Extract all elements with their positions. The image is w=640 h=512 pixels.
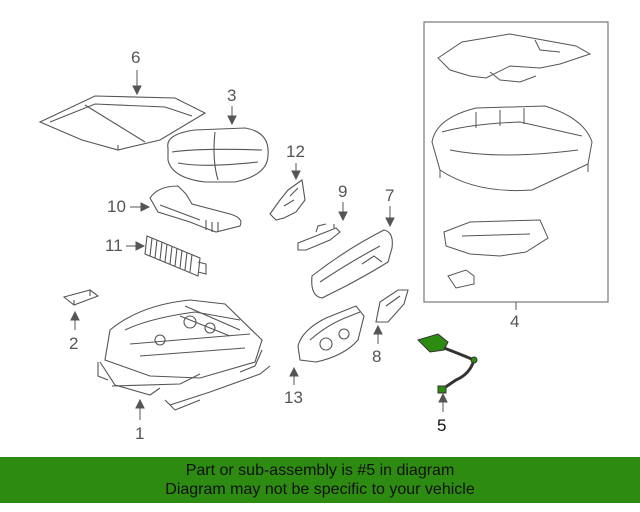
part-9-clip[interactable]: [297, 223, 341, 251]
callout-3: 3: [227, 86, 237, 105]
callout-7: 7: [385, 186, 395, 205]
part-12-bracket[interactable]: [269, 179, 306, 221]
info-banner: Part or sub-assembly is #5 in diagram Di…: [0, 457, 640, 503]
part-4-cushion-assembly[interactable]: [423, 21, 609, 303]
part-7-side-shield[interactable]: [311, 229, 393, 299]
callout-2: 2: [69, 334, 79, 353]
callout-12: 12: [286, 142, 305, 161]
part-6-cushion-pad[interactable]: [38, 95, 207, 151]
part-2-bracket[interactable]: [62, 289, 100, 306]
banner-line-1: Part or sub-assembly is #5 in diagram: [185, 462, 455, 479]
part-8-cover[interactable]: [375, 289, 409, 323]
banner-line-2: Diagram may not be specific to your vehi…: [165, 481, 475, 498]
callout-4: 4: [510, 312, 520, 331]
part-5-wiring-harness[interactable]: [417, 333, 478, 394]
callout-11: 11: [105, 236, 123, 255]
callout-5: 5: [437, 416, 447, 435]
callout-13: 13: [284, 388, 303, 407]
part-3-cushion-cover[interactable]: [167, 127, 269, 183]
callout-8: 8: [372, 347, 382, 366]
seat-parts-diagram: [38, 21, 609, 420]
callout-1: 1: [135, 424, 145, 443]
callout-10: 10: [107, 197, 126, 216]
part-11-bellows[interactable]: [144, 235, 207, 277]
part-10-trim[interactable]: [149, 185, 242, 233]
callout-9: 9: [338, 182, 348, 201]
part-13-switch[interactable]: [297, 305, 365, 363]
part-1-seat-frame[interactable]: [97, 299, 271, 411]
callout-6: 6: [131, 48, 141, 67]
